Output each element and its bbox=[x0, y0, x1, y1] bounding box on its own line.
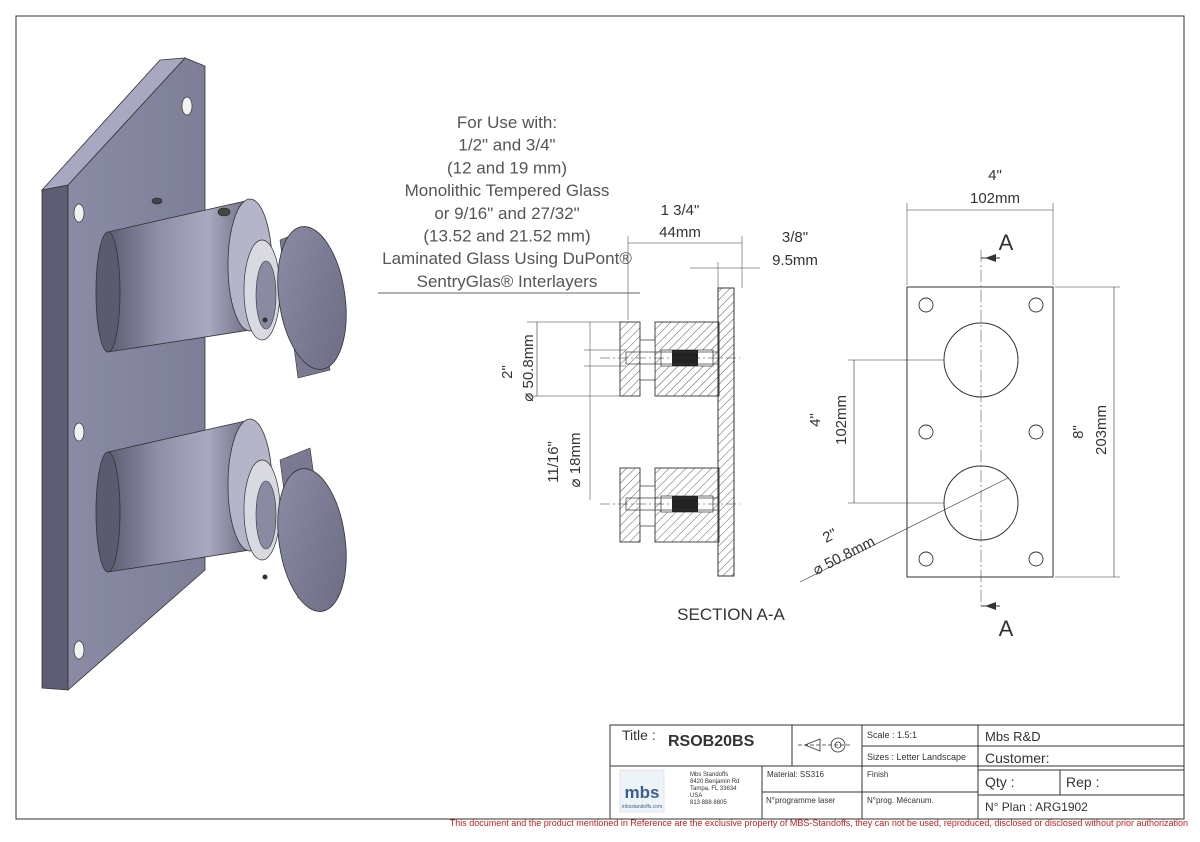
finish-field: Finish bbox=[867, 770, 889, 779]
dim-height-mm: 203mm bbox=[1093, 405, 1110, 455]
dim-bolt-in: 11/16" bbox=[545, 441, 562, 483]
svg-text:mbs: mbs bbox=[625, 783, 660, 802]
note-line: or 9/16" and 27/32" bbox=[434, 204, 579, 223]
note-line: Laminated Glass Using DuPont® bbox=[382, 249, 632, 268]
front-view: A A 4" 102mm 8" 203mm 4" 102mm 2" ⌀ 50.8… bbox=[799, 167, 1120, 641]
note-line: SentryGlas® Interlayers bbox=[417, 272, 598, 291]
note-line: (13.52 and 21.52 mm) bbox=[423, 227, 590, 246]
dim-width-in: 4" bbox=[988, 167, 1002, 184]
title-value: RSOB20BS bbox=[668, 733, 755, 750]
section-plate bbox=[717, 287, 735, 577]
section-view: 1 3/4" 44mm 3/8" 9.5mm 2" ⌀ 50.8mm 11/16… bbox=[499, 202, 818, 624]
mount-hole bbox=[73, 203, 85, 223]
dim-depth-in: 1 3/4" bbox=[661, 202, 700, 219]
confidentiality-footer: This document and the product mentioned … bbox=[449, 818, 1188, 828]
laser-program-field: N°programme laser bbox=[766, 796, 836, 805]
company-name: Mbs R&D bbox=[985, 729, 1041, 744]
mount-hole bbox=[73, 422, 85, 442]
material-value: Material: SS316 bbox=[767, 770, 824, 779]
dim-height-in: 8" bbox=[1070, 425, 1087, 439]
qty-field: Qty : bbox=[985, 774, 1015, 790]
section-mark-top: A bbox=[999, 230, 1014, 255]
company-address: Mbs Standoffs 8420 Benjamin Rd Tampa, FL… bbox=[690, 772, 740, 806]
mount-hole bbox=[73, 640, 85, 660]
company-logo: mbs mbsstandoffs.com bbox=[619, 769, 665, 813]
isometric-view bbox=[40, 57, 347, 691]
svg-text:mbsstandoffs.com: mbsstandoffs.com bbox=[622, 804, 662, 810]
plan-number: N° Plan : ARG1902 bbox=[985, 800, 1088, 814]
section-label: SECTION A-A bbox=[677, 605, 785, 624]
dim-width-mm: 102mm bbox=[970, 190, 1020, 207]
front-plate bbox=[906, 286, 1054, 578]
dim-spacing-in: 4" bbox=[807, 413, 824, 427]
sizes-value: Sizes : Letter Landscape bbox=[867, 752, 967, 762]
section-mark-bottom: A bbox=[999, 616, 1014, 641]
projection-symbol bbox=[798, 737, 852, 753]
dim-dia-in: 2" bbox=[820, 525, 840, 546]
customer-field: Customer: bbox=[985, 750, 1050, 766]
title-block-frame bbox=[609, 724, 1185, 820]
dim-head-mm: ⌀ 50.8mm bbox=[520, 334, 537, 401]
lower-standoff bbox=[95, 418, 347, 612]
mechanum-program-field: N°prog. Mécanum. bbox=[867, 796, 934, 805]
sheet-border bbox=[15, 15, 1185, 820]
mount-hole bbox=[181, 96, 193, 116]
scale-value: Scale : 1.5:1 bbox=[867, 730, 918, 740]
dim-head-in: 2" bbox=[499, 365, 516, 379]
note-line: Monolithic Tempered Glass bbox=[405, 181, 610, 200]
dim-plate-mm: 9.5mm bbox=[772, 252, 818, 269]
rep-field: Rep : bbox=[1066, 774, 1100, 790]
usage-note: For Use with: 1/2" and 3/4" (12 and 19 mm)… bbox=[382, 113, 632, 291]
dim-plate-in: 3/8" bbox=[782, 229, 808, 246]
dim-bolt-mm: ⌀ 18mm bbox=[567, 433, 584, 488]
upper-standoff bbox=[95, 197, 347, 379]
note-line: (12 and 19 mm) bbox=[447, 158, 567, 177]
dim-dia-mm: ⌀ 50.8mm bbox=[810, 533, 878, 579]
note-line: 1/2" and 3/4" bbox=[458, 136, 555, 155]
dim-depth-mm: 44mm bbox=[659, 224, 701, 241]
dim-spacing-mm: 102mm bbox=[833, 395, 850, 445]
note-line: For Use with: bbox=[457, 113, 557, 132]
title-label: Title : bbox=[622, 727, 656, 743]
